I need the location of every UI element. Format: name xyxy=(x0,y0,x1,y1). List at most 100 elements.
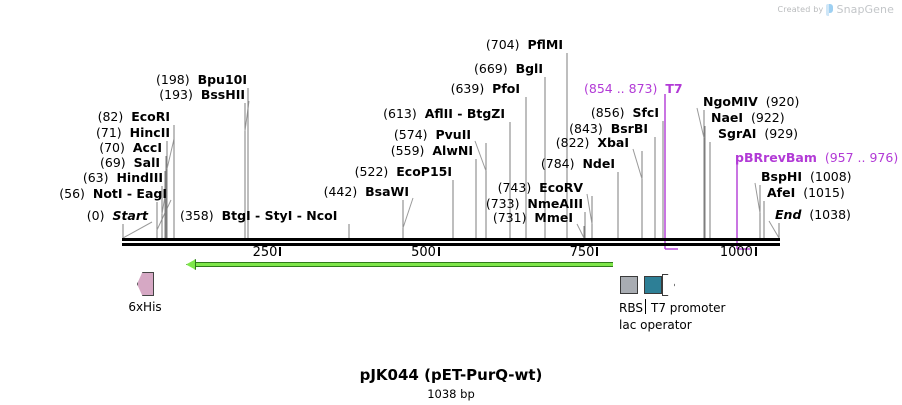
site-name-nmeaiii: NmeAIII xyxy=(527,196,583,211)
site-position-bsshii: (193) xyxy=(159,87,193,102)
site-label-pfoi[interactable]: (639) PfoI xyxy=(451,81,520,96)
site-label-pbrrevbam[interactable]: pBRrevBam (957 .. 976) xyxy=(735,151,898,165)
site-position-hincii: (71) xyxy=(96,125,122,140)
site-position-bsrbi: (843) xyxy=(569,121,603,136)
site-label-naei[interactable]: NaeI (922) xyxy=(711,110,785,125)
feature-glyph-lac-operator[interactable] xyxy=(644,276,662,294)
site-label-bgli[interactable]: (669) BglI xyxy=(474,61,543,76)
axis-tick-750 xyxy=(596,247,599,256)
site-label-sgrai[interactable]: SgrAI (929) xyxy=(718,126,799,141)
site-name-xbai: XbaI xyxy=(597,135,629,150)
site-label-hincii[interactable]: (71) HincII xyxy=(96,125,170,140)
site-label-ecop15i[interactable]: (522) EcoP15I xyxy=(355,164,452,179)
site-position-nmeaiii: (733) xyxy=(485,196,520,211)
site-label-bsawi[interactable]: (442) BsaWI xyxy=(324,185,409,199)
feature-glyph-6xhis[interactable] xyxy=(137,272,154,296)
site-name-t7: T7 xyxy=(665,81,683,96)
site-label-ecorv[interactable]: (743) EcoRV xyxy=(498,181,583,195)
site-position-pflmi: (704) xyxy=(485,37,520,52)
site-label-nmeaiii[interactable]: (733) NmeAIII xyxy=(485,196,583,211)
axis-label-500: 500 xyxy=(411,245,436,260)
spacer xyxy=(625,105,633,120)
spacer xyxy=(388,164,396,179)
site-position-noti: (56) xyxy=(59,186,85,201)
site-name-bsrbi: BsrBI xyxy=(610,121,648,136)
site-label-start[interactable]: (0) Start xyxy=(86,208,148,223)
site-position-sgrai: (929) xyxy=(764,126,799,141)
site-label-end[interactable]: End (1038) xyxy=(775,207,851,222)
spacer xyxy=(589,135,597,150)
site-position-end: (1038) xyxy=(809,207,851,222)
site-label-ecori[interactable]: (82) EcoRI xyxy=(98,109,170,124)
site-name-pvuii: PvuII xyxy=(435,127,471,142)
backbone-line-top xyxy=(122,238,780,241)
site-label-acci[interactable]: (70) AccI xyxy=(99,140,162,155)
site-label-bsshii[interactable]: (193) BssHII xyxy=(159,87,245,102)
axis-tick-1000 xyxy=(754,247,757,256)
site-position-ndei: (784) xyxy=(540,156,575,171)
site-name-sali: SalI xyxy=(133,155,160,170)
feature-label-t7-promoter: T7 promoter xyxy=(651,301,726,315)
site-label-pflmi[interactable]: (704) PflMI xyxy=(485,37,563,52)
site-label-ngomiv[interactable]: NgoMIV (920) xyxy=(703,94,799,109)
leader-diagonal-ecorv xyxy=(586,193,593,225)
spacer xyxy=(125,140,133,155)
site-name-bgli: BglI xyxy=(515,61,543,76)
orf-arrow-head xyxy=(186,259,196,270)
spacer xyxy=(190,72,198,87)
site-label-mmei[interactable]: (731) MmeI xyxy=(493,210,573,225)
feature-glyph-t7-promoter[interactable] xyxy=(662,274,675,296)
site-label-aflii[interactable]: (613) AflII - BtgZI xyxy=(383,106,505,121)
axis-label-750: 750 xyxy=(569,245,595,260)
site-label-bsphi[interactable]: BspHI (1008) xyxy=(761,170,852,184)
site-label-bpu10i[interactable]: (198) Bpu10I xyxy=(156,72,247,87)
site-position-sfci: (856) xyxy=(590,105,625,120)
leader-diagonal-noti xyxy=(156,199,172,231)
spacer xyxy=(519,196,527,211)
site-label-ndei[interactable]: (784) NdeI xyxy=(540,156,615,171)
site-name-hincii: HincII xyxy=(129,125,170,140)
leader-diagonal-bsawi xyxy=(402,197,414,229)
leader-diagonal-xbai xyxy=(632,148,643,180)
site-label-btgi[interactable]: (358) BtgI - StyI - NcoI xyxy=(180,208,345,223)
axis-tick-250 xyxy=(279,247,282,256)
spacer xyxy=(575,156,583,171)
watermark-prefix: Created by xyxy=(777,5,824,14)
site-name-ngomiv: NgoMIV xyxy=(703,94,758,109)
spacer xyxy=(743,110,751,125)
site-label-noti[interactable]: (56) NotI - EagI xyxy=(59,186,167,201)
spacer xyxy=(526,210,534,225)
site-label-bsrbi[interactable]: (843) BsrBI xyxy=(569,121,648,136)
site-label-hindiii[interactable]: (63) HindIII xyxy=(83,170,163,185)
site-name-naei: NaeI xyxy=(711,110,744,125)
site-label-sali[interactable]: (69) SalI xyxy=(100,155,160,170)
spacer xyxy=(193,87,201,102)
site-position-afei: (1015) xyxy=(803,185,845,200)
site-name-hindiii: HindIII xyxy=(116,170,163,185)
site-label-pvuii[interactable]: (574) PvuII xyxy=(394,127,471,142)
leader-diagonal-bsshii xyxy=(244,100,250,132)
leader-diagonal-mmei xyxy=(576,223,585,239)
site-position-start: (0) xyxy=(86,208,105,223)
site-name-sgrai: SgrAI xyxy=(718,126,757,141)
orf-arrow-body xyxy=(195,262,613,267)
site-label-afei[interactable]: AfeI (1015) xyxy=(767,185,845,200)
site-label-t7[interactable]: (854 .. 873) T7 xyxy=(584,81,683,96)
spacer xyxy=(214,208,222,223)
site-label-xbai[interactable]: (822) XbaI xyxy=(555,135,629,150)
site-label-sfci[interactable]: (856) SfcI xyxy=(590,105,659,120)
feature-glyph-rbs[interactable] xyxy=(620,276,638,294)
leader-diagonal-hincii xyxy=(166,138,175,170)
site-name-pflmi: PflMI xyxy=(527,37,563,52)
spacer xyxy=(424,143,432,158)
site-position-xbai: (822) xyxy=(555,135,590,150)
site-label-alwni[interactable]: (559) AlwNI xyxy=(391,143,473,158)
spacer xyxy=(484,81,492,96)
site-name-end: End xyxy=(775,207,802,222)
site-name-ecori: EcoRI xyxy=(131,109,170,124)
page-title: pJK044 (pET-PurQ-wt) xyxy=(359,366,543,384)
site-position-aflii: (613) xyxy=(383,106,417,121)
site-name-ecop15i: EcoP15I xyxy=(396,164,452,179)
site-name-start: Start xyxy=(112,208,148,223)
